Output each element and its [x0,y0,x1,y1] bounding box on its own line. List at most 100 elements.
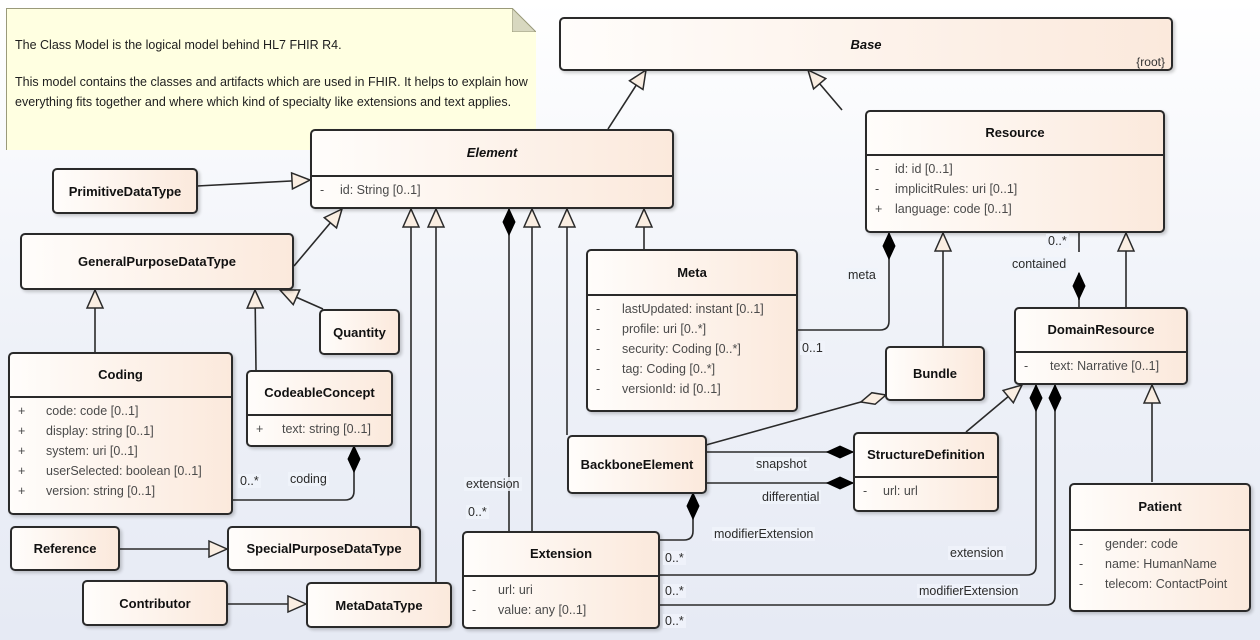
label-contained-role: contained [1010,257,1069,271]
attribute: +system: uri [0..1] [18,444,138,458]
gen-quantity-general [280,290,324,310]
attribute: -security: Coding [0..*] [596,342,741,356]
class-name: Contributor [119,595,191,611]
attribute: -url: uri [472,583,533,597]
label-differential: differential [760,490,822,504]
comp-domain-extension [659,385,1036,576]
label-extension-mult: 0..* [466,505,489,519]
label-meta-role: meta [846,268,878,282]
label-meta-mult: 0..1 [800,341,825,355]
class-name: GeneralPurposeDataType [78,254,236,269]
label-ext-mult-1: 0..* [663,551,686,565]
class-meta[interactable]: Meta -lastUpdated: instant [0..1] -profi… [586,249,798,412]
gen-element-base [607,70,646,130]
class-attributes: +code: code [0..1] +display: string [0..… [10,396,231,503]
note-line-2: This model contains the classes and arti… [15,75,528,109]
attribute: +code: code [0..1] [18,404,139,418]
class-quantity[interactable]: Quantity [319,309,400,355]
class-structure-definition[interactable]: StructureDefinition -url: url [853,432,999,512]
class-meta-data-type[interactable]: MetaDataType [306,582,452,628]
class-general-purpose-data-type[interactable]: GeneralPurposeDataType [20,233,294,290]
gen-general-element [293,209,342,267]
agg-bundle-backbone [705,395,886,446]
class-name: BackboneElement [580,457,694,472]
class-attributes: -lastUpdated: instant [0..1] -profile: u… [588,294,796,401]
class-attributes: -id: id [0..1] -implicitRules: uri [0..1… [867,154,1163,221]
class-attributes: +text: string [0..1] [248,414,391,441]
class-name: PrimitiveDataType [68,183,182,199]
class-name: Quantity [333,324,386,340]
class-contributor[interactable]: Contributor [82,580,228,626]
label-contained-mult: 0..* [1046,234,1069,248]
class-name: Patient [1138,499,1182,514]
class-name: StructureDefinition [867,447,985,462]
attribute: -name: HumanName [1079,557,1217,571]
attribute: -implicitRules: uri [0..1] [875,182,1018,196]
attribute: -versionId: id [0..1] [596,382,721,396]
attribute: -value: any [0..1] [472,603,587,617]
class-name: CodeableConcept [264,385,375,400]
gen-resource-base [808,70,843,111]
class-attributes: -text: Narrative [0..1] [1016,351,1186,378]
attribute: +userSelected: boolean [0..1] [18,464,202,478]
attribute: -text: Narrative [0..1] [1024,359,1160,373]
gen-codeable-general [255,290,256,371]
class-bundle[interactable]: Bundle [885,346,985,401]
label-domain-extension-role: extension [948,546,1006,560]
class-name: Base [850,36,882,52]
comp-codeable-coding [233,446,354,501]
label-ext-mult-3: 0..* [663,614,686,628]
attribute: -url: url [863,484,918,498]
description-note: The Class Model is the logical model beh… [6,8,536,150]
class-name: Bundle [912,366,958,381]
comp-resource-meta [797,233,889,331]
class-name: Coding [98,367,143,382]
class-reference[interactable]: Reference [10,526,120,571]
class-coding[interactable]: Coding +code: code [0..1] +display: stri… [8,352,233,515]
attribute: +text: string [0..1] [256,422,371,436]
attribute: +display: string [0..1] [18,424,154,438]
class-element[interactable]: Element -id: String [0..1] [310,129,674,209]
class-name: MetaDataType [335,597,423,613]
class-codeable-concept[interactable]: CodeableConcept +text: string [0..1] [246,370,393,447]
comp-domain-modext [659,385,1055,606]
attribute: -id: id [0..1] [875,162,953,176]
label-ext-mult-2: 0..* [663,584,686,598]
class-name: Resource [985,125,1045,140]
class-domain-resource[interactable]: DomainResource -text: Narrative [0..1] [1014,307,1188,385]
gen-structdef-domain [965,385,1022,433]
attribute: +language: code [0..1] [875,202,1012,216]
label-domain-modext-role: modifierExtension [917,584,1021,598]
class-resource[interactable]: Resource -id: id [0..1] -implicitRules: … [865,110,1165,233]
class-patient[interactable]: Patient -gender: code -name: HumanName -… [1069,483,1251,612]
attribute: -profile: uri [0..*] [596,322,707,336]
class-name: DomainResource [1047,322,1155,337]
class-attributes: -url: uri -value: any [0..1] [464,575,658,622]
class-base[interactable]: Base {root} [559,17,1173,71]
attribute: -gender: code [1079,537,1178,551]
label-coding-role: coding [288,472,329,486]
attribute: +version: string [0..1] [18,484,156,498]
note-line-1: The Class Model is the logical model beh… [15,38,342,52]
attribute: -lastUpdated: instant [0..1] [596,302,764,316]
comp-backbone-modext [659,493,693,541]
class-special-purpose-data-type[interactable]: SpecialPurposeDataType [227,526,421,571]
note-fold-corner [512,8,536,32]
class-extension[interactable]: Extension -url: uri -value: any [0..1] [462,531,660,629]
class-primitive-data-type[interactable]: PrimitiveDataType [52,168,198,214]
class-name: Reference [33,541,97,556]
label-extension-role: extension [464,477,522,491]
label-snapshot: snapshot [754,457,809,471]
attribute: -id: String [0..1] [320,183,421,197]
gen-primitive-element [196,180,310,186]
class-backbone-element[interactable]: BackboneElement [567,435,707,494]
class-name: Element [466,145,518,160]
attribute: -telecom: ContactPoint [1079,577,1228,591]
class-name: Meta [677,265,707,280]
label-coding-mult: 0..* [238,474,261,488]
class-attributes: -gender: code -name: HumanName -telecom:… [1071,529,1249,596]
class-attributes: -url: url [855,476,997,503]
label-modifier-extension-role: modifierExtension [712,527,816,541]
